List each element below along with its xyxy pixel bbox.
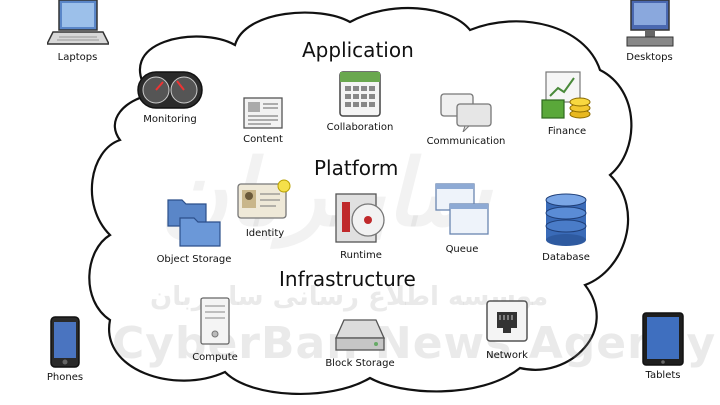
network-port-icon: [486, 300, 528, 342]
database-label: Database: [542, 252, 590, 263]
device-phones: Phones: [30, 316, 100, 383]
runtime-label: Runtime: [340, 250, 382, 261]
device-tablets: Tablets: [628, 312, 698, 381]
platform-object-storage: Object Storage: [146, 194, 242, 265]
section-title-platform: Platform: [314, 156, 399, 180]
object-storage-label: Object Storage: [156, 254, 232, 265]
infra-compute: Compute: [182, 296, 248, 363]
laptops-label: Laptops: [57, 52, 98, 63]
desktops-label: Desktops: [626, 52, 673, 63]
network-label: Network: [486, 350, 528, 361]
device-laptops: Laptops: [40, 0, 115, 63]
compute-label: Compute: [192, 352, 238, 363]
laptop-icon: [45, 0, 110, 45]
device-desktops: Desktops: [612, 0, 687, 63]
hard-drive-icon: [334, 319, 386, 351]
calendar-icon: [339, 71, 381, 117]
app-content: Content: [228, 96, 298, 145]
content-label: Content: [243, 134, 283, 145]
runtime-disc-icon: [335, 193, 385, 243]
section-title-infrastructure: Infrastructure: [279, 267, 416, 291]
finance-chart-coins-icon: [541, 71, 591, 119]
tablets-label: Tablets: [645, 370, 681, 381]
identity-label: Identity: [245, 228, 285, 239]
document-icon: [243, 97, 283, 129]
section-title-application: Application: [302, 38, 414, 62]
block-storage-label: Block Storage: [325, 358, 395, 369]
stacked-windows-icon: [435, 183, 489, 235]
communication-label: Communication: [426, 136, 506, 147]
app-communication: Communication: [420, 90, 512, 147]
queue-label: Queue: [445, 244, 479, 255]
id-card-icon: [237, 179, 291, 219]
desktop-icon: [626, 0, 673, 47]
server-icon: [200, 297, 230, 345]
database-icon: [545, 193, 587, 246]
collaboration-label: Collaboration: [326, 122, 394, 133]
speedometer-icon: [137, 71, 203, 109]
phones-label: Phones: [46, 372, 84, 383]
finance-label: Finance: [547, 126, 587, 137]
infra-block-storage: Block Storage: [310, 316, 410, 369]
platform-queue: Queue: [428, 180, 496, 255]
platform-identity: Identity: [232, 178, 298, 239]
tablet-icon: [642, 312, 684, 366]
folders-icon: [167, 199, 221, 247]
chat-bubbles-icon: [440, 93, 492, 133]
platform-database: Database: [530, 192, 602, 263]
platform-runtime: Runtime: [328, 190, 394, 261]
app-monitoring: Monitoring: [130, 68, 210, 125]
infra-network: Network: [474, 298, 540, 361]
monitoring-label: Monitoring: [143, 114, 197, 125]
app-finance: Finance: [534, 70, 600, 137]
app-collaboration: Collaboration: [320, 70, 400, 133]
phone-icon: [50, 316, 80, 368]
